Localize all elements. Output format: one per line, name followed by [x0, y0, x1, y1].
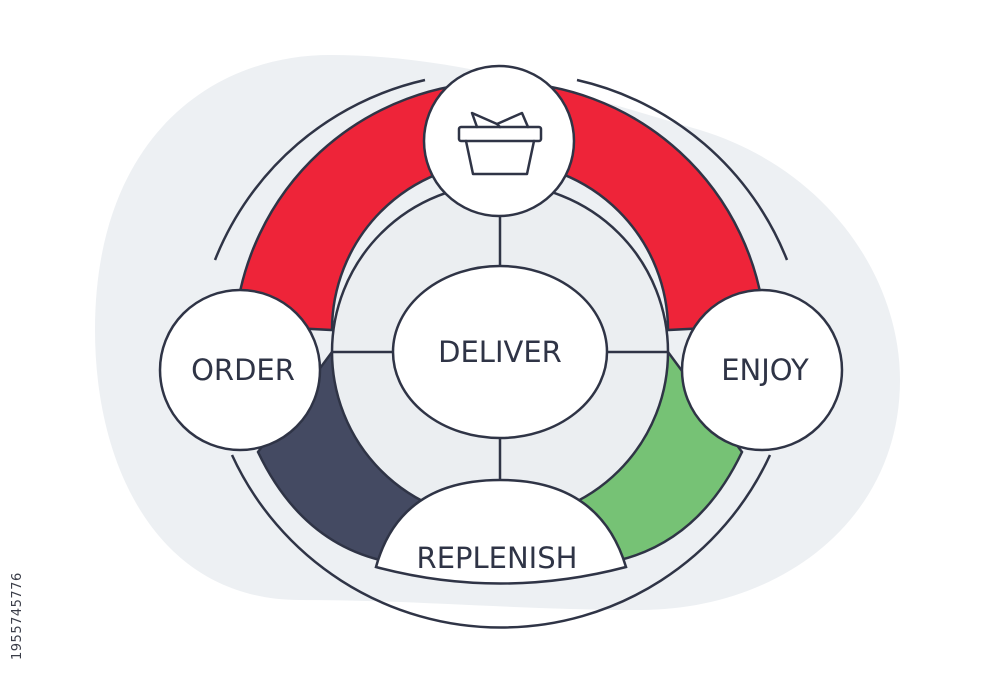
bottom-arch: [374, 478, 628, 585]
stage-label-left: ORDER: [191, 353, 295, 387]
center-circle: [391, 264, 609, 440]
center-label: DELIVER: [438, 335, 562, 369]
stage-circle-right: [680, 288, 844, 452]
outer-ring-top-left: [213, 78, 426, 261]
stage-circle-left: [158, 288, 322, 452]
basket-icon: [457, 111, 543, 176]
outer-ring-bottom: [230, 454, 772, 629]
red-segment: [233, 80, 767, 332]
stage-label-right: ENJOY: [721, 353, 809, 387]
stage-label-bottom: REPLENISH: [417, 541, 578, 575]
outer-ring-top-right: [576, 78, 789, 261]
side-id-text: 1955745776: [10, 572, 25, 660]
